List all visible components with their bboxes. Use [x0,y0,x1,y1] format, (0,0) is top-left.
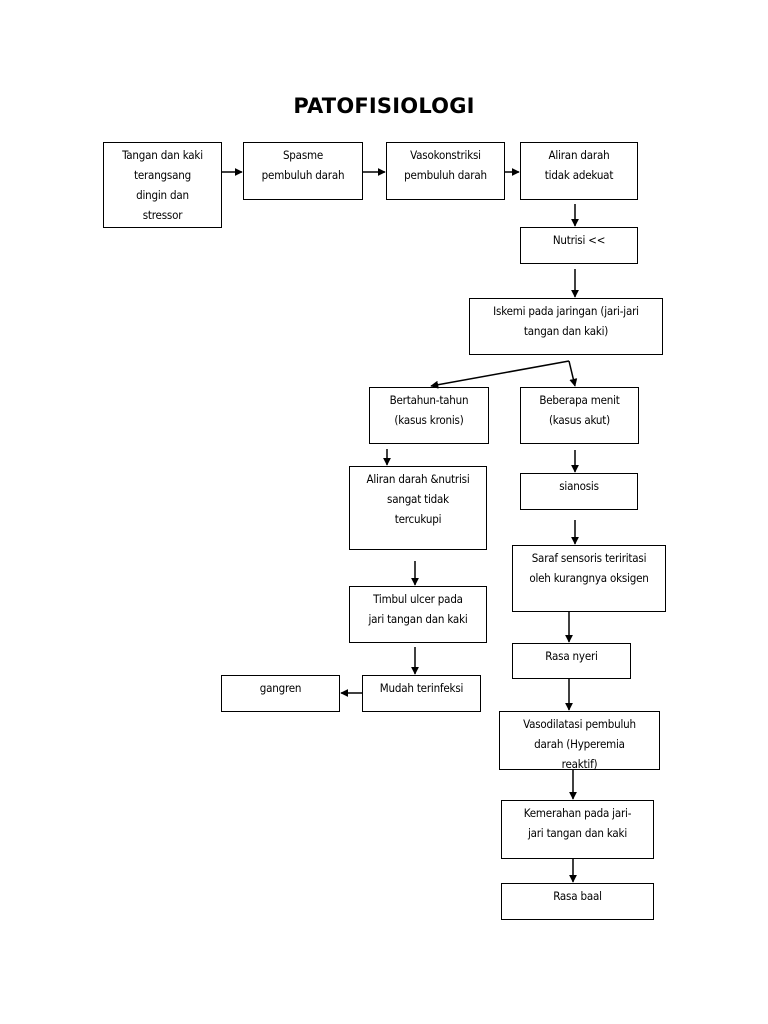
node-infection: Mudah terinfeksi [362,675,481,712]
node-gangrene: gangren [221,675,340,712]
node-stimulus: Tangan dan kaki terangsang dingin dan st… [103,142,222,228]
node-vasoconstriction: Vasokonstriksi pembuluh darah [386,142,505,200]
node-nutrition-label: Nutrisi << [552,233,606,247]
node-vasodilation-label: Vasodilatasi pembuluh darah (Hyperemia r… [523,717,636,770]
node-nerve-label: Saraf sensoris teriritasi oleh kurangnya… [529,551,649,585]
arrow-ischemia-to-chronic [430,360,570,389]
node-spasm: Spasme pembuluh darah [243,142,363,200]
arrow-ischemia-to-acute [568,360,578,387]
page-title: PATOFISIOLOGI [293,94,475,118]
node-redness-label: Kemerahan pada jari- jari tangan dan kak… [523,806,632,840]
node-numbness-label: Rasa baal [553,889,602,903]
node-infection-label: Mudah terinfeksi [379,681,464,695]
node-stimulus-label: Tangan dan kaki terangsang dingin dan st… [122,148,203,222]
node-blood-flow: Aliran darah tidak adekuat [520,142,638,200]
node-pain: Rasa nyeri [512,643,631,679]
node-ulcer-label: Timbul ulcer pada jari tangan dan kaki [368,592,468,626]
node-vasoconstriction-label: Vasokonstriksi pembuluh darah [404,148,487,182]
node-ulcer: Timbul ulcer pada jari tangan dan kaki [349,586,487,643]
node-insufficient-label: Aliran darah &nutrisi sangat tidak tercu… [366,472,470,526]
node-blood-flow-label: Aliran darah tidak adekuat [544,148,614,182]
node-ischemia-label: Iskemi pada jaringan (jari-jari tangan d… [493,304,639,338]
node-nutrition: Nutrisi << [520,227,638,264]
node-acute: Beberapa menit (kasus akut) [520,387,639,444]
node-chronic-label: Bertahun-tahun (kasus kronis) [389,393,469,427]
node-cyanosis: sianosis [520,473,638,510]
node-acute-label: Beberapa menit (kasus akut) [539,393,620,427]
node-ischemia: Iskemi pada jaringan (jari-jari tangan d… [469,298,663,355]
node-spasm-label: Spasme pembuluh darah [261,148,345,182]
node-chronic: Bertahun-tahun (kasus kronis) [369,387,489,444]
node-pain-label: Rasa nyeri [545,649,598,663]
node-nerve: Saraf sensoris teriritasi oleh kurangnya… [512,545,666,612]
node-vasodilation: Vasodilatasi pembuluh darah (Hyperemia r… [499,711,660,770]
node-cyanosis-label: sianosis [559,479,599,493]
node-insufficient: Aliran darah &nutrisi sangat tidak tercu… [349,466,487,550]
node-redness: Kemerahan pada jari- jari tangan dan kak… [501,800,654,859]
node-numbness: Rasa baal [501,883,654,920]
node-gangrene-label: gangren [259,681,302,695]
